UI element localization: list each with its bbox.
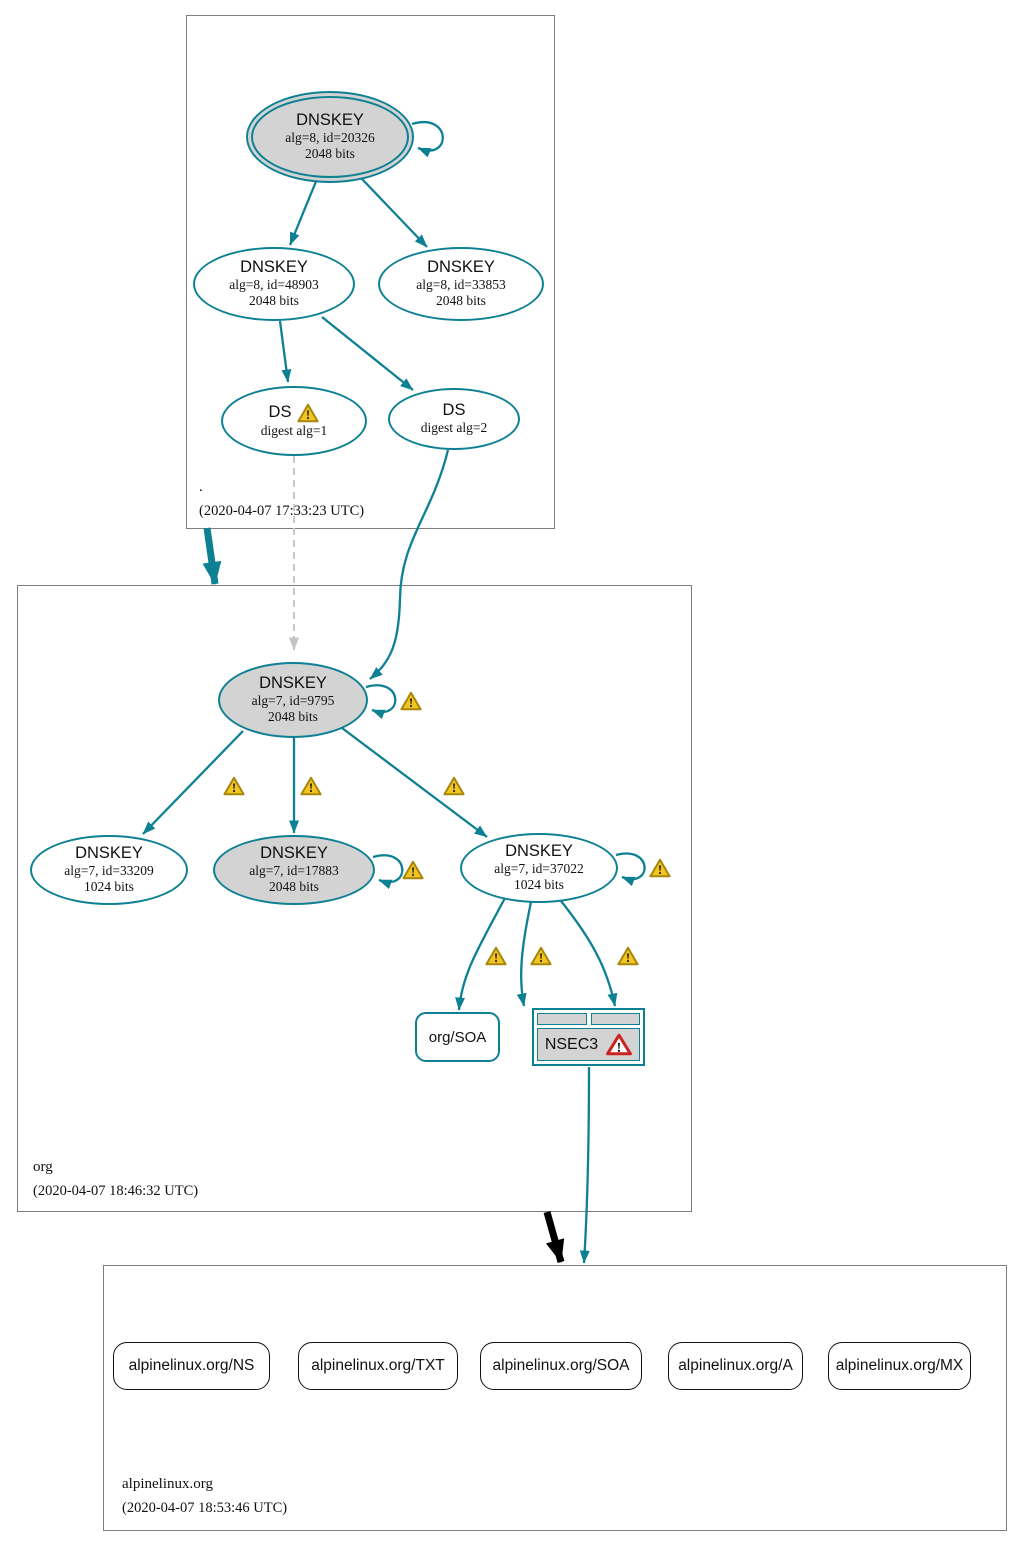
zone-name-alpinelinux: alpinelinux.org <box>122 1476 213 1492</box>
warning-icon: ! <box>297 403 320 423</box>
svg-text:!: ! <box>494 950 498 965</box>
node-root-zsk48903-dnskey[interactable]: DNSKEY alg=8, id=48903 2048 bits <box>193 247 355 321</box>
warning-icon: ! <box>300 776 322 796</box>
node-nsec3[interactable]: NSEC3 ! <box>532 1008 645 1066</box>
zone-name-root: . <box>199 479 203 495</box>
svg-text:!: ! <box>617 1041 622 1056</box>
node-root-ksk-dnskey[interactable]: DNSKEY alg=8, id=20326 2048 bits <box>246 91 414 183</box>
svg-text:!: ! <box>309 780 313 795</box>
svg-text:!: ! <box>409 695 413 710</box>
node-rrset-alpinelinux-mx[interactable]: alpinelinux.org/MX <box>828 1342 971 1390</box>
node-org-key33209-dnskey[interactable]: DNSKEY alg=7, id=33209 1024 bits <box>30 835 188 905</box>
edge-delegation-root-to-org <box>202 527 222 585</box>
node-ds-digest2[interactable]: DS digest alg=2 <box>388 388 520 450</box>
zone-timestamp-alpinelinux: (2020-04-07 18:53:46 UTC) <box>122 1500 288 1516</box>
svg-text:!: ! <box>306 407 310 422</box>
nsec3-cell-right <box>590 1013 640 1025</box>
svg-text:!: ! <box>658 862 662 877</box>
warning-icon: ! <box>649 858 671 878</box>
node-org-key37022-dnskey[interactable]: DNSKEY alg=7, id=37022 1024 bits <box>460 833 618 903</box>
warning-icon: ! <box>400 691 422 711</box>
warning-icon: ! <box>530 946 552 966</box>
zone-box-alpinelinux: alpinelinux.org (2020-04-07 18:53:46 UTC… <box>103 1265 1007 1531</box>
warning-icon: ! <box>617 946 639 966</box>
error-icon: ! <box>606 1033 633 1056</box>
node-org-key17883-dnskey[interactable]: DNSKEY alg=7, id=17883 2048 bits <box>213 835 375 905</box>
svg-text:!: ! <box>232 780 236 795</box>
node-root-zsk33853-dnskey[interactable]: DNSKEY alg=8, id=33853 2048 bits <box>378 247 544 321</box>
warning-icon: ! <box>485 946 507 966</box>
nsec3-header-cells <box>537 1013 640 1025</box>
node-rrset-alpinelinux-a[interactable]: alpinelinux.org/A <box>668 1342 803 1390</box>
node-rrset-alpinelinux-soa[interactable]: alpinelinux.org/SOA <box>480 1342 642 1390</box>
node-org-ksk9795-dnskey[interactable]: DNSKEY alg=7, id=9795 2048 bits <box>218 662 368 738</box>
node-rrset-alpinelinux-ns[interactable]: alpinelinux.org/NS <box>113 1342 270 1390</box>
warning-icon: ! <box>443 776 465 796</box>
warning-icon: ! <box>402 860 424 880</box>
node-org-soa-rrset[interactable]: org/SOA <box>415 1012 500 1062</box>
edge-delegation-org-to-alpinelinux <box>543 1211 565 1263</box>
zone-timestamp-root: (2020-04-07 17:33:23 UTC) <box>199 503 365 519</box>
svg-text:!: ! <box>452 780 456 795</box>
svg-text:!: ! <box>539 950 543 965</box>
zone-name-org: org <box>33 1159 53 1175</box>
svg-text:!: ! <box>411 864 415 879</box>
node-rrset-alpinelinux-txt[interactable]: alpinelinux.org/TXT <box>298 1342 458 1390</box>
nsec3-cell-left <box>537 1013 587 1025</box>
node-ds-digest1[interactable]: DS ! digest alg=1 <box>221 386 367 456</box>
zone-box-org: org (2020-04-07 18:46:32 UTC) <box>17 585 692 1212</box>
svg-text:!: ! <box>626 950 630 965</box>
warning-icon: ! <box>223 776 245 796</box>
zone-timestamp-org: (2020-04-07 18:46:32 UTC) <box>33 1183 199 1199</box>
